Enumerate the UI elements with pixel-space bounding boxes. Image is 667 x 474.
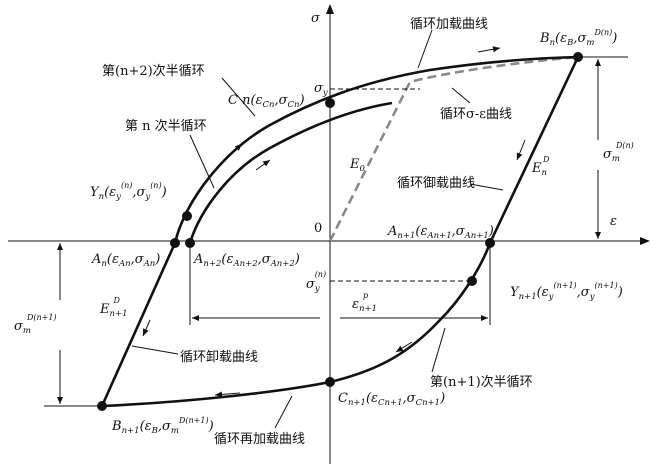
svg-text:EnD: EnD [531, 155, 550, 178]
arrow-unload-right [516, 139, 526, 161]
svg-text:Cn+1(εCn+1,σCn+1): Cn+1(εCn+1,σCn+1) [338, 391, 445, 408]
point-Yn [182, 211, 192, 221]
label-reload-bottom: 循环再加载曲线 [214, 432, 305, 447]
leader-reload-top [417, 29, 433, 69]
svg-text:An+1(εAn+1,σAn+1): An+1(εAn+1,σAn+1) [387, 224, 494, 241]
point-An2 [185, 238, 195, 248]
point-An1 [485, 238, 495, 248]
half-cycle-n-curve [100, 55, 579, 407]
origin-label: 0 [314, 221, 322, 236]
label-monotonic: 循环σ-ε曲线 [440, 107, 512, 122]
svg-text:Bn+1(εB,σmD(n+1)): Bn+1(εB,σmD(n+1)) [111, 416, 214, 436]
svg-text:σy(n): σy(n) [306, 270, 326, 294]
label-unload-right: 循环御载曲线 [397, 176, 475, 191]
label-half-n1: 第(n+1)次半循环 [430, 374, 533, 390]
point-Bn [573, 52, 583, 62]
svg-text:εn+1p: εn+1p [352, 291, 377, 314]
cyclic-sigma-epsilon-curve [328, 55, 579, 242]
label-An2: An+2(εAn+2,σAn+2) [193, 252, 300, 269]
arrow-bottom-reload [214, 391, 241, 398]
svg-text:En+1D: En+1D [99, 296, 128, 319]
leader-half-n [189, 134, 215, 189]
label-sigma-y-n: σy(n) [306, 270, 326, 294]
svg-text:An+2(εAn+2,σAn+2): An+2(εAn+2,σAn+2) [193, 252, 300, 269]
label-half-n: 第 n 次半循环 [125, 118, 207, 134]
point-Yn1 [467, 276, 477, 286]
svg-text:Yn(εy(n),σy(n)): Yn(εy(n),σy(n)) [90, 181, 167, 202]
svg-text:σmD(n+1): σmD(n+1) [14, 313, 57, 336]
point-Cn [325, 98, 335, 108]
label-E0: E0 [349, 157, 366, 174]
label-EnD: EnD [531, 155, 550, 178]
label-An: An(εAn,σAn) [91, 252, 160, 269]
label-sigma-m-dn: σmD(n) [603, 141, 634, 164]
label-reload-top: 循环加载曲线 [410, 17, 488, 32]
label-half-n2: 第(n+2)次半循环 [102, 63, 205, 79]
label-En1D: En+1D [99, 296, 128, 319]
label-sigma-m-dn1: σmD(n+1) [14, 313, 57, 336]
svg-text:Yn+1(εy(n+1),σy(n+1)): Yn+1(εy(n+1),σy(n+1)) [510, 281, 623, 302]
arrow-half-cycle-n1 [395, 341, 413, 353]
epsilon-axis-label: ε [610, 214, 617, 229]
svg-text:Bn(εB,σmD(n)): Bn(εB,σmD(n)) [539, 28, 617, 48]
label-Yn1: Yn+1(εy(n+1),σy(n+1)) [510, 281, 623, 302]
leader-reload-bottom [274, 395, 293, 429]
arrow-top-reload [477, 46, 501, 53]
point-An [170, 238, 180, 248]
svg-text:C n(εCn,σCn): C n(εCn,σCn) [228, 93, 305, 110]
label-Bn1: Bn+1(εB,σmD(n+1)) [111, 416, 214, 436]
arrow-unload-left [142, 319, 151, 337]
arrow-half-cycle-n [225, 143, 243, 159]
label-eps-p: εn+1p [352, 291, 377, 314]
point-Cn1 [325, 377, 335, 387]
svg-text:An(εAn,σAn): An(εAn,σAn) [91, 252, 160, 269]
label-Cn: C n(εCn,σCn) [228, 93, 305, 110]
label-Yn: Yn(εy(n),σy(n)) [90, 181, 167, 202]
leader-unload-right [469, 183, 504, 191]
svg-text:E0: E0 [349, 157, 366, 174]
label-unload-left: 循环卸载曲线 [180, 349, 258, 365]
svg-text:σmD(n): σmD(n) [603, 141, 634, 164]
epsilon-axis-arrow [640, 237, 650, 245]
leader-monotonic [451, 87, 471, 104]
arrow-half-cycle-n2 [255, 159, 271, 171]
half-cycle-n-plus-1-curve [101, 56, 580, 408]
label-Bn: Bn(εB,σmD(n)) [539, 28, 617, 48]
sigma-axis-label: σ [311, 11, 321, 26]
sigma-axis-arrow [326, 4, 334, 14]
svg-text:σy: σy [314, 81, 328, 98]
label-An1: An+1(εAn+1,σAn+1) [387, 224, 494, 241]
leader-unload-left [131, 345, 179, 355]
leader-half-n2 [221, 77, 256, 117]
point-Bn1 [97, 401, 107, 411]
label-Cn1: Cn+1(εCn+1,σCn+1) [338, 391, 445, 408]
label-sigma-y: σy [314, 81, 328, 98]
half-cycle-n-plus-2-curve [188, 101, 393, 244]
leader-half-n1 [431, 327, 446, 373]
